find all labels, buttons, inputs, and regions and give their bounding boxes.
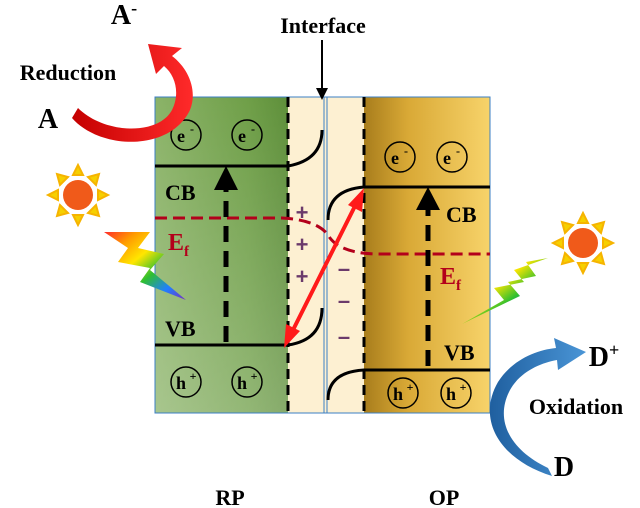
rp-label: RP [215, 485, 244, 508]
charge-transfer-head-bottom [284, 324, 300, 348]
product-a-minus: A- [111, 0, 137, 31]
rp-hole-1: h + [170, 366, 202, 398]
rp-vb-label: VB [165, 316, 196, 341]
positive-charge-2: + [296, 232, 309, 257]
reduction-label: Reduction [20, 60, 117, 85]
rp-electron-1: e - [170, 119, 202, 151]
svg-text:-: - [251, 122, 255, 136]
op-label: OP [429, 485, 460, 508]
svg-text:-: - [190, 122, 194, 136]
svg-text:h: h [176, 373, 186, 393]
rp-region-shade [155, 97, 288, 413]
op-vb-band [326, 368, 490, 401]
rp-cb-label: CB [165, 180, 196, 205]
svg-text:+: + [460, 380, 467, 394]
svg-text:e: e [443, 148, 451, 168]
rp-fermi-label: Ef [168, 230, 190, 260]
rp-excitation-arrowhead [214, 166, 238, 190]
product-d-plus: D+ [589, 340, 620, 373]
op-fermi-label: Ef [440, 264, 462, 294]
svg-text:e: e [391, 148, 399, 168]
op-electron-1: e - [384, 141, 416, 173]
svg-text:-: - [404, 144, 408, 158]
rp-cb-band [155, 129, 324, 168]
svg-text:e: e [238, 126, 246, 146]
svg-text:+: + [251, 369, 258, 383]
op-vb-label: VB [444, 340, 475, 365]
positive-charge-1: + [296, 200, 309, 225]
op-hole-1: h + [387, 377, 419, 409]
negative-charge-3: – [338, 324, 350, 349]
light-ray-icon [462, 258, 548, 324]
svg-text:+: + [407, 380, 414, 394]
reactant-d: D [554, 452, 574, 483]
negative-charge-2: – [338, 288, 350, 313]
svg-text:h: h [446, 384, 456, 404]
rp-hole-2: h + [231, 366, 263, 398]
reactant-a: A [38, 104, 59, 135]
oxidation-label: Oxidation [529, 394, 623, 419]
positive-charge-3: + [296, 264, 309, 289]
oxidation-arrow [489, 338, 586, 476]
interface-label: Interface [280, 13, 366, 38]
svg-text:-: - [456, 144, 460, 158]
fermi-level-line [155, 216, 490, 256]
svg-text:h: h [237, 373, 247, 393]
charge-transfer-arrow [288, 199, 360, 337]
svg-text:h: h [393, 384, 403, 404]
op-electron-2: e - [436, 141, 468, 173]
light-ray-icon [104, 232, 186, 300]
sun-icon [45, 162, 111, 228]
op-hole-2: h + [440, 377, 472, 409]
svg-text:e: e [177, 126, 185, 146]
interface-region [288, 97, 364, 413]
sun-icon [550, 210, 616, 276]
rp-vb-band [155, 307, 324, 347]
svg-text:+: + [190, 369, 197, 383]
charge-transfer-head-top [348, 188, 364, 212]
op-excitation-arrowhead [416, 187, 440, 210]
rp-electron-2: e - [231, 119, 263, 151]
op-cb-band [326, 185, 490, 221]
op-cb-label: CB [446, 202, 477, 227]
negative-charge-1: – [338, 256, 350, 281]
reduction-arrow [72, 44, 193, 142]
